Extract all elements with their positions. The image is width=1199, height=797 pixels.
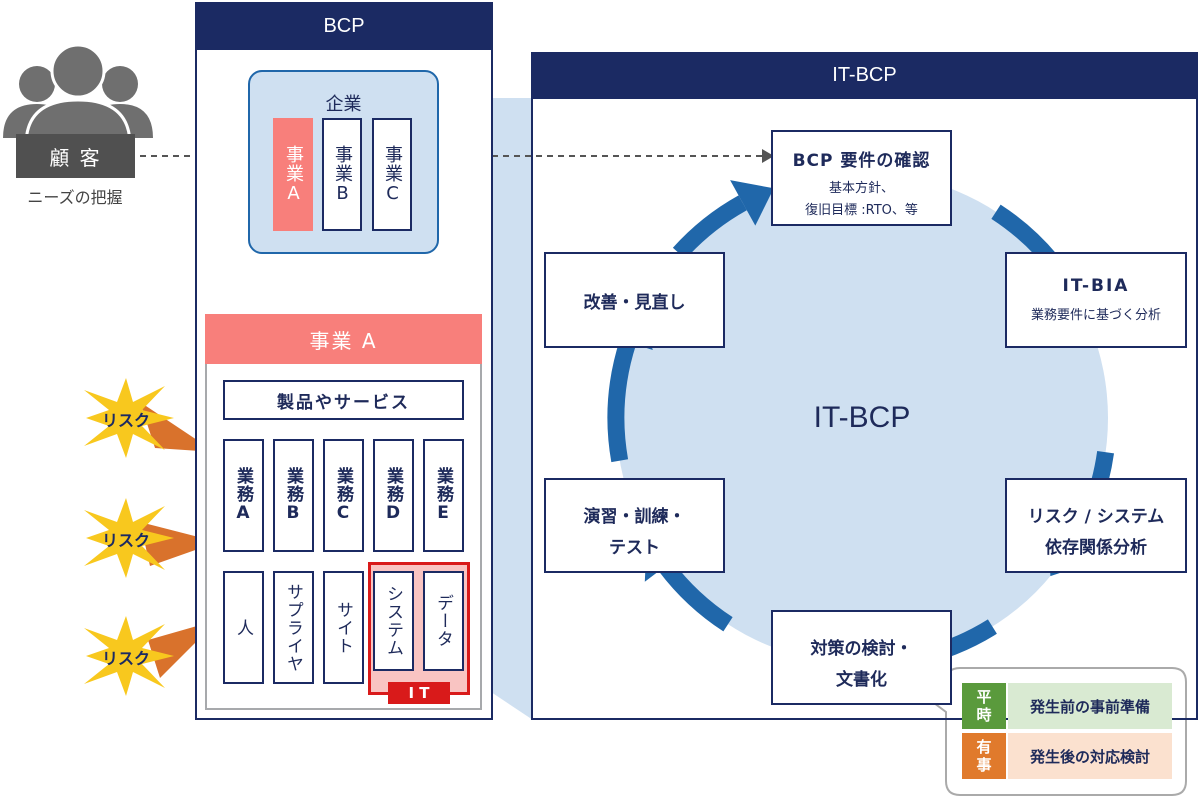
step-bcp-requirements-sub2: 復旧目標 :RTO、等: [805, 203, 918, 218]
cycle-arrowhead-icon: [730, 180, 774, 226]
step-exercise-test: 演習・訓練・ テスト: [544, 478, 725, 573]
step-risk-dependency-analysis: リスク / システム 依存関係分析: [1005, 478, 1187, 573]
legend-tag-emergency: 有事: [962, 733, 1006, 779]
step-it-bia-title: IT-BIA: [1062, 276, 1130, 296]
customer-label: 顧 客: [16, 134, 135, 178]
resource-people: 人: [223, 571, 264, 684]
risk-label-2: リスク: [101, 531, 150, 550]
starburst-icon: [84, 498, 174, 578]
resource-system: システム: [373, 571, 414, 671]
step-risk-line1: リスク / システム: [1027, 507, 1165, 527]
company-business-a: 事業A: [273, 118, 313, 231]
arrowhead-icon: [762, 149, 774, 163]
operation-e: 業務E: [423, 439, 464, 552]
zoom-wedge: [485, 98, 533, 720]
bcp-panel-title: BCP: [195, 2, 493, 50]
risk-star-2: [84, 498, 218, 578]
cycle-circle: [616, 172, 1108, 664]
step-measures-line1: 対策の検討・: [810, 639, 913, 659]
step-it-bia-sub: 業務要件に基づく分析: [1030, 308, 1161, 323]
step-measures-line2: 文書化: [836, 670, 887, 690]
step-risk-line2: 依存関係分析: [1045, 538, 1147, 558]
cycle-arrow-shaft-6: [672, 195, 747, 260]
legend-tag-normal: 平時: [962, 683, 1006, 729]
resource-site: サイト: [323, 571, 364, 684]
company-label: 企業: [325, 94, 362, 115]
company-business-c: 事業C: [372, 118, 412, 231]
step-bcp-requirements-sub1: 基本方針、: [828, 181, 894, 196]
step-measures-documentation: 対策の検討・ 文書化: [771, 610, 952, 705]
business-a-title: 事業 A: [205, 314, 482, 364]
itbcp-panel-title: IT-BCP: [531, 52, 1198, 99]
resource-data: データ: [423, 571, 464, 671]
step-improve-review: 改善・見直し: [544, 252, 725, 348]
customer-caption: ニーズの把握: [27, 188, 123, 207]
it-label: I T: [388, 682, 450, 704]
risk-label-3: リスク: [101, 649, 150, 668]
step-bcp-requirements-title: BCP 要件の確認: [792, 151, 931, 171]
step-it-bia: IT-BIA 業務要件に基づく分析: [1005, 252, 1187, 348]
operation-d: 業務D: [373, 439, 414, 552]
customer-people-icon: [3, 43, 153, 147]
itbcp-center-label: IT-BCP: [813, 401, 911, 434]
company-business-b: 事業B: [322, 118, 362, 231]
resource-supplier: サプライヤ: [273, 571, 314, 684]
operation-c: 業務C: [323, 439, 364, 552]
operation-b: 業務B: [273, 439, 314, 552]
operation-a: 業務A: [223, 439, 264, 552]
step-exercise-line2: テスト: [609, 538, 660, 558]
step-bcp-requirements: BCP 要件の確認 基本方針、 復旧目標 :RTO、等: [771, 130, 952, 226]
legend-text-emergency: 発生後の対応検討: [1008, 733, 1172, 779]
cycle-arrow-shaft-5: [607, 339, 637, 463]
legend-text-normal: 発生前の事前準備: [1008, 683, 1172, 729]
risk-label-1: リスク: [101, 411, 150, 430]
starburst-icon: [84, 616, 174, 696]
products-services-box: 製品やサービス: [223, 380, 464, 420]
risk-pointer-icon: [140, 522, 218, 566]
step-exercise-line1: 演習・訓練・: [583, 507, 686, 527]
starburst-icon: [84, 378, 174, 458]
